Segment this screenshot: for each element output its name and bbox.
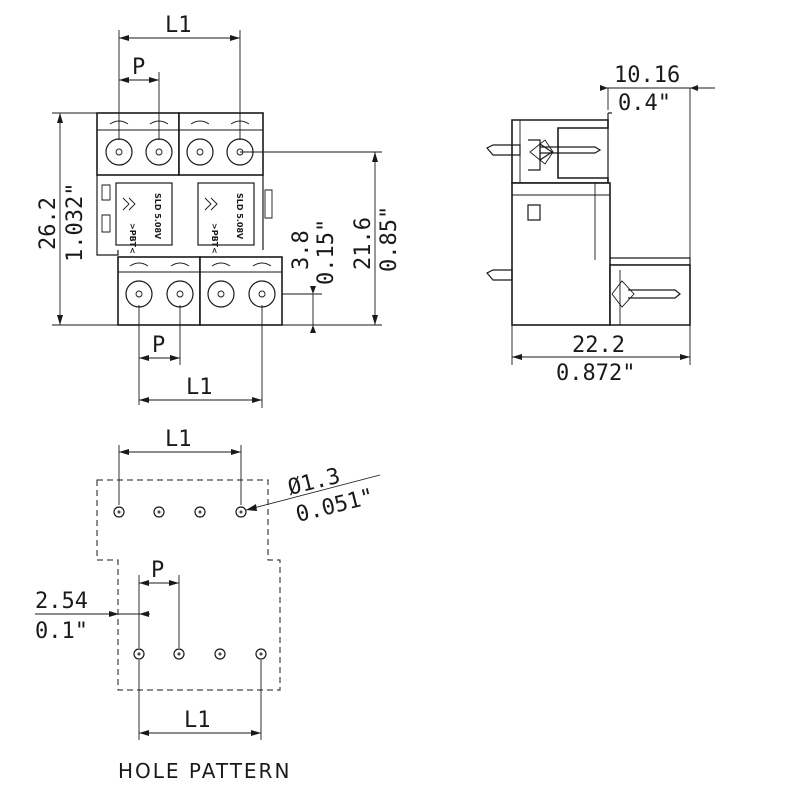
dim-offset-in: 0.4"	[618, 91, 671, 116]
lower-housing-right	[199, 256, 283, 326]
holes-lower	[133, 648, 267, 660]
upper-block	[511, 119, 609, 184]
dim-offset-in: 0.15"	[314, 219, 339, 285]
dim-offset-mm: 10.16	[614, 63, 680, 88]
marking-text: SLD 5.08V	[153, 193, 162, 240]
hole-pattern-caption: HOLE PATTERN	[118, 759, 291, 783]
dim-L1-bottom: L1	[184, 708, 211, 733]
marking-text: >PBT<	[210, 223, 219, 254]
marking-text: SLD 5.08V	[235, 193, 244, 240]
footprint-outline	[96, 479, 281, 691]
dim-L1-top: L1	[165, 13, 192, 38]
marking-text: >PBT<	[128, 223, 137, 254]
upper-housing-right	[178, 112, 264, 176]
logo-icon	[204, 197, 218, 211]
dim-height-mm: 26.2	[36, 197, 61, 250]
dim-L1-top: L1	[165, 427, 192, 452]
lower-housing-left	[117, 256, 201, 326]
front-view: SLD 5.08V SLD 5.08V >PBT< >PBT<	[36, 13, 402, 408]
label-plate-right	[197, 182, 255, 246]
dim-P-top: P	[132, 55, 145, 80]
dim-offset-in: 0.1"	[35, 619, 88, 644]
dim-P: P	[151, 558, 164, 583]
dim-L1-bottom: L1	[186, 375, 213, 400]
side-view: 10.16 0.4" 22.2 0.872"	[486, 63, 715, 386]
dim-offset-mm: 3.8	[289, 230, 314, 270]
dim-offset-mm: 2.54	[35, 589, 88, 614]
dim-P-bottom: P	[152, 333, 165, 358]
logo-icon	[122, 197, 136, 211]
dim-pitch-height-in: 0.85"	[377, 206, 402, 272]
label-plate-left	[115, 182, 173, 246]
dim-depth-mm: 22.2	[572, 333, 625, 358]
holes-upper	[113, 506, 247, 518]
dim-height-in: 1.032"	[63, 183, 88, 262]
hole-pattern: L1 Ø1.3 0.051" P 2.54 0.1" L1 HOLE PATTE…	[35, 427, 381, 783]
dim-pitch-height-mm: 21.6	[351, 217, 376, 270]
dim-depth-in: 0.872"	[556, 361, 635, 386]
